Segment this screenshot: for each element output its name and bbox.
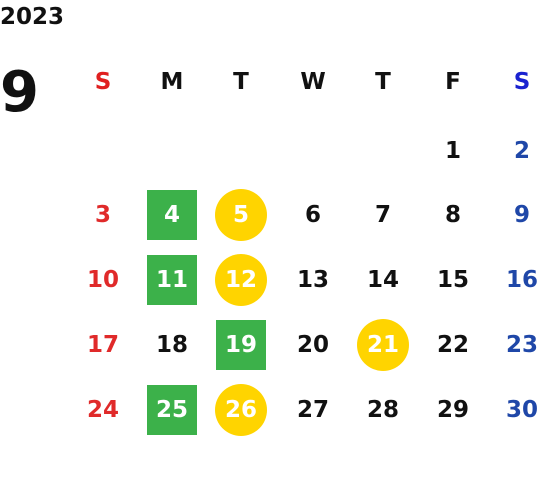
- year-label: 2023: [0, 4, 65, 30]
- day-cell[interactable]: 3: [94, 202, 111, 228]
- day-cell[interactable]: 28: [366, 397, 399, 423]
- day-cell[interactable]: 9: [513, 202, 530, 228]
- day-cell[interactable]: 20: [296, 332, 329, 358]
- day-cell[interactable]: 6: [304, 202, 321, 228]
- weekday-header: F: [445, 69, 461, 95]
- weekday-header: S: [513, 69, 531, 95]
- day-cell[interactable]: 1: [444, 138, 461, 164]
- day-cell[interactable]: 19: [216, 320, 266, 370]
- day-cell[interactable]: 4: [147, 190, 197, 240]
- day-cell[interactable]: 18: [155, 332, 188, 358]
- day-cell[interactable]: 24: [86, 397, 119, 423]
- day-cell[interactable]: 2: [513, 138, 530, 164]
- day-cell[interactable]: 8: [444, 202, 461, 228]
- day-cell[interactable]: 26: [215, 384, 267, 436]
- weekday-header: T: [233, 69, 249, 95]
- day-cell[interactable]: 15: [436, 267, 469, 293]
- day-cell[interactable]: 23: [505, 332, 538, 358]
- day-cell[interactable]: 17: [86, 332, 119, 358]
- day-cell[interactable]: 30: [505, 397, 538, 423]
- weekday-header: W: [300, 69, 326, 95]
- weekday-header: T: [375, 69, 391, 95]
- day-cell[interactable]: 12: [215, 254, 267, 306]
- day-cell[interactable]: 21: [357, 319, 409, 371]
- day-cell[interactable]: 14: [366, 267, 399, 293]
- day-cell[interactable]: 10: [86, 267, 119, 293]
- day-cell[interactable]: 25: [147, 385, 197, 435]
- weekday-header: M: [160, 69, 184, 95]
- weekday-header: S: [94, 69, 112, 95]
- day-cell[interactable]: 11: [147, 255, 197, 305]
- day-cell[interactable]: 5: [215, 189, 267, 241]
- day-cell[interactable]: 27: [296, 397, 329, 423]
- day-cell[interactable]: 22: [436, 332, 469, 358]
- month-label: 9: [0, 60, 39, 125]
- day-cell[interactable]: 13: [296, 267, 329, 293]
- day-cell[interactable]: 7: [374, 202, 391, 228]
- day-cell[interactable]: 29: [436, 397, 469, 423]
- day-cell[interactable]: 16: [505, 267, 538, 293]
